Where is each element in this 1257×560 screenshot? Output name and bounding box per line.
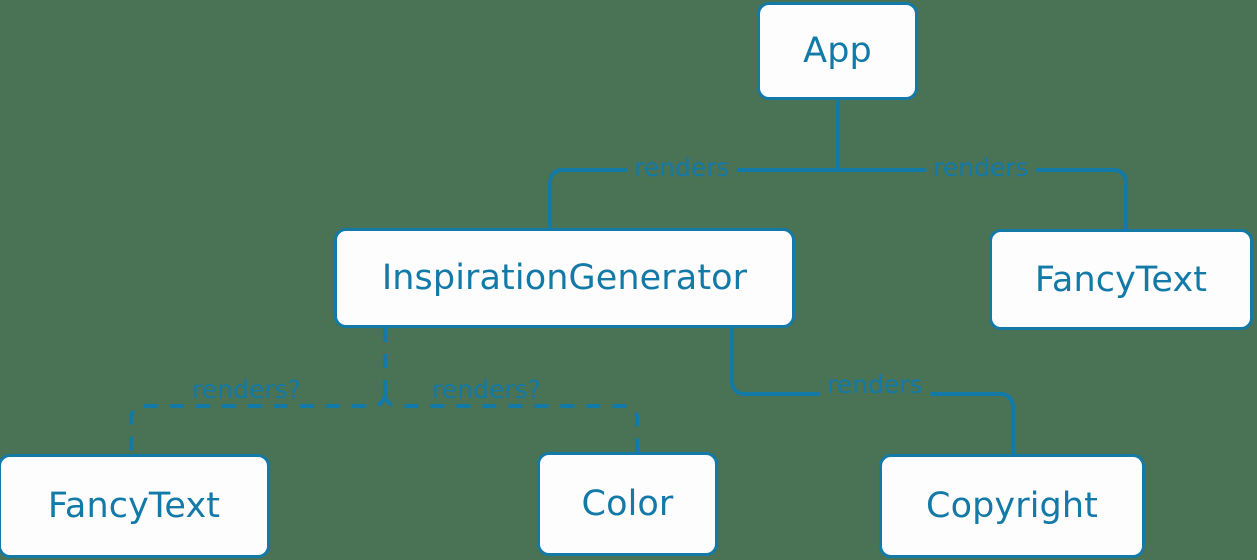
node-copyright[interactable]: Copyright bbox=[879, 454, 1145, 558]
edge-app-to-fancytext-right bbox=[1113, 168, 1128, 229]
edge-label-app-to-inspirationgenerator: renders bbox=[627, 155, 737, 180]
node-fancytext-left[interactable]: FancyText bbox=[0, 454, 270, 558]
node-color-label: Color bbox=[581, 484, 674, 524]
node-inspirationgenerator[interactable]: InspirationGenerator bbox=[334, 228, 795, 328]
edge-app-to-inspirationgenerator bbox=[548, 168, 563, 228]
node-color[interactable]: Color bbox=[537, 452, 718, 556]
edge-label-inspirationgenerator-to-copyright: renders bbox=[820, 372, 930, 397]
edge-label-inspirationgenerator-to-color: renders? bbox=[425, 377, 548, 402]
node-fancytext-right-label: FancyText bbox=[1034, 259, 1208, 300]
edge-inspirationgenerator-to-color bbox=[383, 393, 639, 452]
node-fancytext-right[interactable]: FancyText bbox=[989, 229, 1253, 330]
node-copyright-label: Copyright bbox=[926, 486, 1098, 526]
edge-label-app-to-fancytext-right: renders bbox=[926, 155, 1036, 180]
edge-label-inspirationgenerator-to-fancytext-left: renders? bbox=[185, 377, 308, 402]
node-fancytext-left-label: FancyText bbox=[47, 486, 221, 526]
node-app-label: App bbox=[803, 31, 872, 71]
node-app[interactable]: App bbox=[757, 2, 918, 100]
edge-inspirationgenerator-to-fancytext-left bbox=[129, 393, 387, 454]
node-inspirationgenerator-label: InspirationGenerator bbox=[381, 258, 748, 298]
